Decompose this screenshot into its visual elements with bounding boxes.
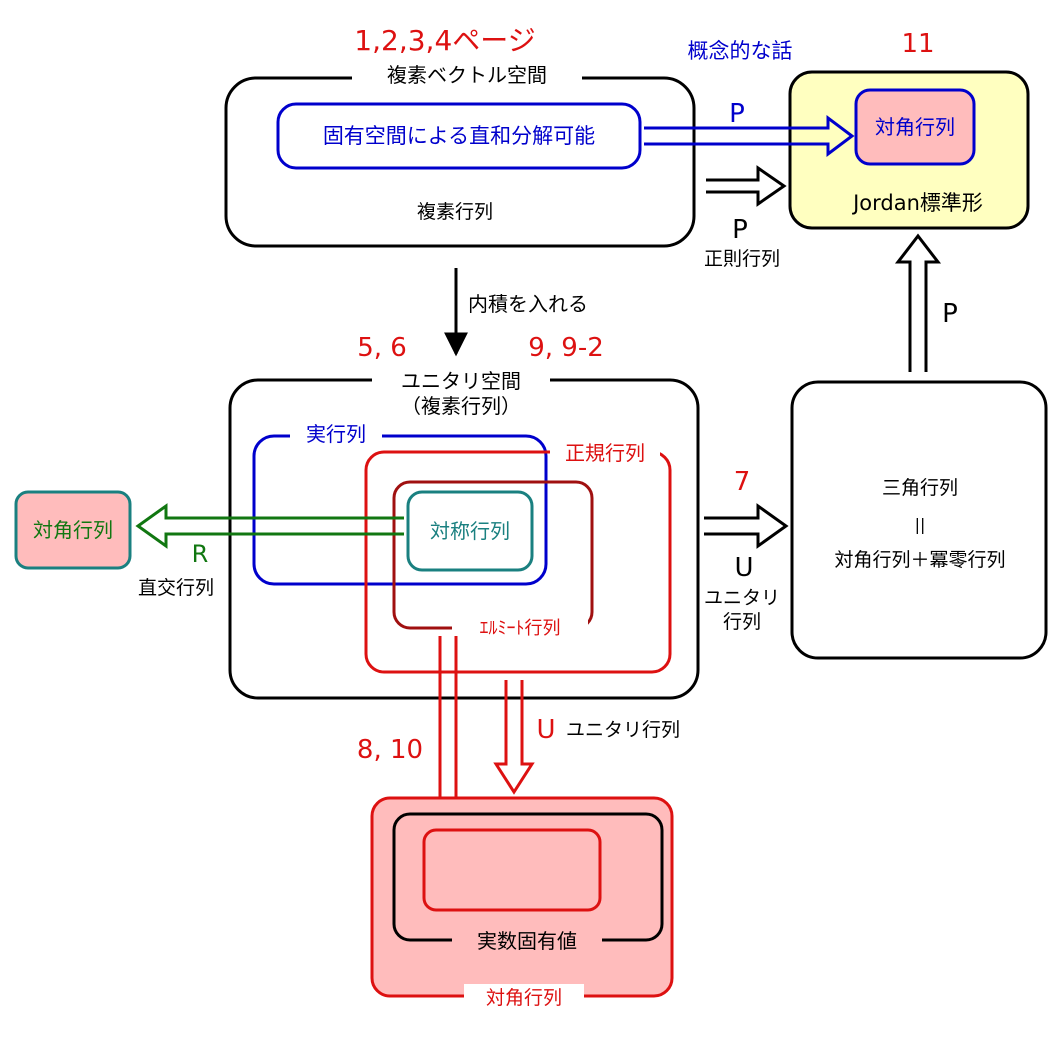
page-number-triangular: 7 [734, 467, 751, 497]
page-number-unitary-right: 9, 9-2 [528, 333, 604, 363]
real-eigen-label: 実数固有値 [477, 929, 577, 953]
arrow-p-right: P [894, 233, 958, 372]
normal-matrix-box: 正規行列 [364, 440, 672, 674]
page-number-complex-space: 1,2,3,4ページ [354, 24, 535, 57]
arrow-u-right: U ユニタリ 行列 [704, 503, 789, 633]
arrow-p-top: P [644, 99, 855, 157]
arrow-u-right-sub1: ユニタリ [704, 587, 780, 609]
arrow-p-mid: P 正則行列 [704, 165, 787, 270]
triangular-box: 三角行列 || 対角行列＋冪零行列 [790, 380, 1048, 660]
eigen-diag-label: 対角行列 [486, 987, 562, 1009]
arrow-p-top-label: P [729, 99, 745, 129]
complex-matrix-label: 複素行列 [417, 201, 493, 223]
arrow-u-right-label: U [734, 553, 753, 583]
triangular-equals: || [915, 515, 926, 534]
complex-space-title: 複素ベクトル空間 [387, 63, 547, 87]
hermitian-label: ｴﾙﾐｰﾄ行列 [480, 618, 561, 639]
arrow-u-down: U ユニタリ行列 [493, 680, 680, 795]
real-matrix-box: 実行列 [252, 422, 548, 586]
eigenspace-decomposition-label: 固有空間による直和分解可能 [323, 124, 595, 148]
eigenspace-decomposition-box [276, 102, 642, 170]
normal-matrix-label: 正規行列 [565, 441, 645, 465]
arrow-p-mid-label: P [732, 215, 748, 245]
arrow-inner-product: 内積を入れる [444, 268, 588, 357]
jordan-diag-label: 対角行列 [875, 115, 955, 139]
jordan-diag-box [854, 88, 976, 166]
arrow-r-sublabel: 直交行列 [138, 577, 214, 599]
arrow-u-down-label: U [536, 715, 555, 745]
real-matrix-label: 実行列 [306, 422, 366, 446]
unitary-space-title: ユニタリ空間 [401, 369, 521, 393]
complex-space-box: 複素ベクトル空間 固有空間による直和分解可能 複素行列 [224, 62, 696, 248]
unitary-space-subtitle: （複素行列） [401, 394, 521, 418]
inner-red-box [422, 828, 602, 912]
page-number-eigen: 8, 10 [357, 735, 423, 765]
arrow-p-mid-sublabel: 正則行列 [704, 248, 780, 270]
symmetric-label: 対称行列 [430, 519, 510, 543]
conceptual-note: 概念的な話 [688, 39, 793, 63]
left-diag-label: 対角行列 [33, 518, 113, 542]
jordan-box: 対角行列 Jordan標準形 [788, 70, 1030, 230]
page-number-unitary-left: 5, 6 [357, 333, 407, 363]
arrow-p-right-label: P [942, 299, 958, 329]
triangular-line1: 三角行列 [882, 477, 958, 499]
page-number-jordan: 11 [901, 29, 934, 59]
hermitian-box: ｴﾙﾐｰﾄ行列 [392, 480, 594, 640]
arrow-r-label: R [192, 540, 209, 568]
triangular-line2: 対角行列＋冪零行列 [834, 549, 1005, 571]
arrow-u-right-sub2: 行列 [723, 611, 761, 633]
eigen-diag-box: 実数固有値 対角行列 [370, 796, 674, 1010]
left-diag-box: 対角行列 [14, 490, 132, 570]
jordan-label: Jordan標準形 [851, 191, 983, 215]
symmetric-box: 対称行列 [406, 490, 534, 572]
arrow-u-down-sublabel: ユニタリ行列 [566, 719, 680, 741]
arrow-r-left: R 直交行列 [135, 503, 404, 599]
inner-product-label: 内積を入れる [468, 292, 588, 316]
